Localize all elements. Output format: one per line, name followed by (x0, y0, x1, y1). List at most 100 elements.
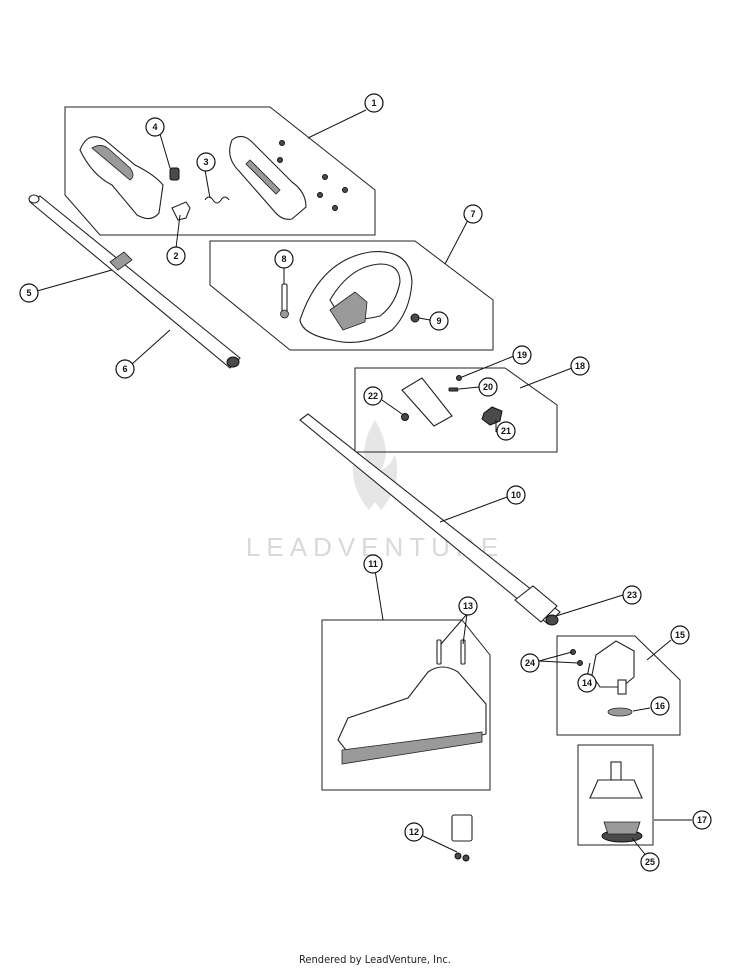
svg-text:19: 19 (517, 350, 527, 360)
leader-20 (458, 386, 480, 390)
parts-artwork (28, 135, 643, 862)
callout-6: 6 (115, 359, 135, 379)
bolt-part-8-head (280, 309, 289, 319)
svg-text:14: 14 (582, 678, 592, 688)
svg-text:1: 1 (371, 98, 376, 108)
switch-part-4 (169, 167, 180, 181)
shaft-collar-part-5 (109, 251, 133, 271)
screw (322, 174, 328, 180)
svg-text:20: 20 (483, 382, 493, 392)
coupler-nut-22 (401, 413, 409, 421)
callout-5: 5 (19, 283, 39, 303)
callout-18: 18 (570, 356, 590, 376)
callout-12: 12 (404, 822, 424, 842)
svg-text:12: 12 (409, 827, 419, 837)
leader-13a (440, 613, 468, 645)
screw (317, 192, 323, 198)
cutter-screw (462, 854, 470, 862)
callout-11: 11 (363, 554, 383, 574)
svg-text:16: 16 (655, 701, 665, 711)
callout-15: 15 (670, 625, 690, 645)
screw (332, 205, 338, 211)
spool-head (589, 761, 643, 843)
svg-text:25: 25 (645, 857, 655, 867)
upper-shaft (28, 194, 241, 369)
gearbox-housing (591, 640, 635, 688)
coupler-body (401, 377, 453, 427)
lever-part-2 (171, 201, 191, 221)
callout-10: 10 (506, 485, 526, 505)
callout-8: 8 (274, 249, 294, 269)
callout-4: 4 (145, 117, 165, 137)
leader-6 (131, 329, 171, 365)
leader-16 (632, 707, 651, 712)
panel-handle (64, 106, 376, 236)
callout-22: 22 (363, 386, 383, 406)
coupler-knob-21 (481, 406, 503, 426)
spool-cap-25 (603, 821, 641, 835)
leader-18 (519, 367, 573, 389)
lower-shaft-coupling (514, 585, 558, 623)
leader-10 (439, 496, 508, 523)
lower-shaft (299, 413, 561, 626)
leader-23 (555, 594, 624, 617)
svg-text:3: 3 (203, 157, 208, 167)
callout-3: 3 (196, 152, 216, 172)
svg-text:17: 17 (697, 815, 707, 825)
svg-text:15: 15 (675, 630, 685, 640)
gearbox-washer-16 (607, 707, 633, 717)
screw (279, 140, 285, 146)
gearbox (570, 640, 635, 717)
cutter-screw (454, 852, 462, 860)
spool-shaft (610, 761, 622, 781)
leader-2 (175, 214, 181, 249)
svg-text:5: 5 (26, 288, 31, 298)
callout-23: 23 (622, 585, 642, 605)
handle-left-grip (91, 145, 134, 181)
leader-7 (444, 219, 469, 265)
callout-25: 25 (640, 852, 660, 872)
screw (342, 187, 348, 193)
svg-text:10: 10 (511, 490, 521, 500)
handle-screws (277, 140, 348, 211)
upper-shaft-end (28, 194, 40, 204)
coupler (401, 375, 503, 427)
leader-11 (374, 569, 384, 621)
svg-text:9: 9 (436, 316, 441, 326)
svg-text:24: 24 (525, 658, 535, 668)
loop-handle (280, 251, 420, 343)
leader-24b (538, 660, 579, 664)
upper-shaft-end-bottom (226, 356, 240, 368)
callout-21: 21 (496, 421, 516, 441)
gearbox-spindle (617, 679, 627, 695)
handle-right-ribs (245, 159, 281, 195)
screw (277, 157, 283, 163)
knob-part-9 (410, 313, 420, 323)
callout-1: 1 (364, 93, 384, 113)
cutter-blade (451, 814, 473, 842)
leader-3 (204, 169, 211, 199)
callout-24: 24 (520, 653, 540, 673)
leader-5 (36, 269, 113, 292)
callout-14: 14 (577, 673, 597, 693)
svg-text:6: 6 (122, 364, 127, 374)
callout-16: 16 (650, 696, 670, 716)
svg-text:2: 2 (173, 251, 178, 261)
svg-text:4: 4 (152, 122, 157, 132)
loop-handle-clamp (329, 291, 368, 331)
callout-20: 20 (478, 377, 498, 397)
guard-bolt-13b (460, 639, 466, 665)
svg-text:23: 23 (627, 590, 637, 600)
leader-19 (461, 355, 515, 378)
leader-4 (159, 133, 171, 169)
svg-text:18: 18 (575, 361, 585, 371)
svg-text:22: 22 (368, 391, 378, 401)
panel-outlines (64, 106, 681, 846)
leader-12 (420, 834, 458, 853)
lower-shaft-end (545, 614, 559, 626)
panel-coupler (354, 367, 558, 453)
line-cutter (451, 814, 473, 862)
handle-left-half (79, 136, 164, 220)
panel-gearbox (556, 635, 681, 736)
